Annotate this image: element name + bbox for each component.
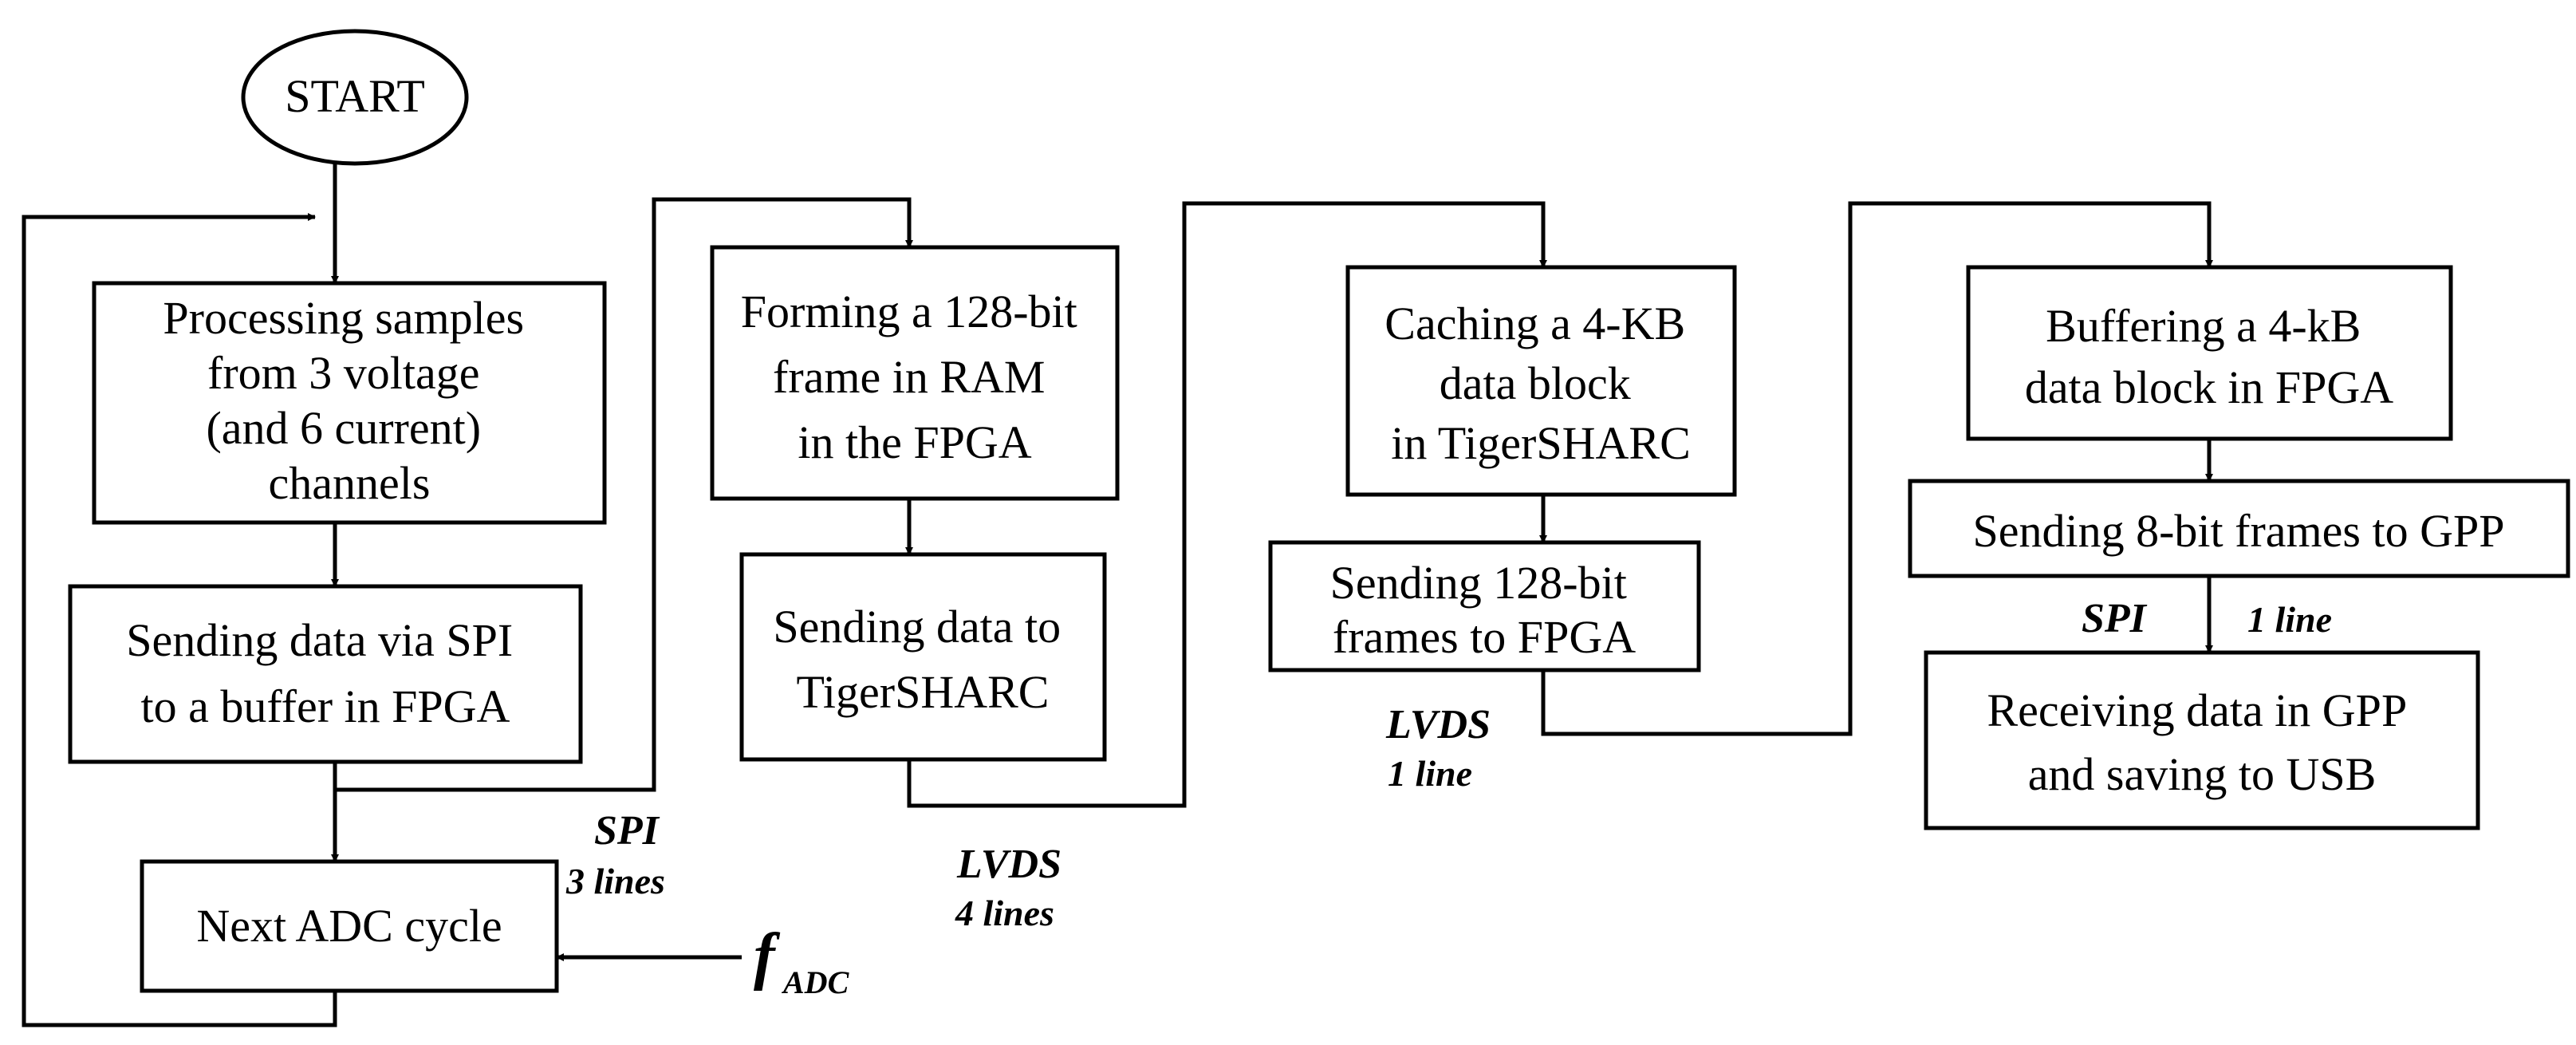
svg-text:ADC: ADC — [781, 964, 850, 1000]
connector-lines — [22, 164, 2213, 1027]
box-receiving: Receiving data in GPP and saving to USB — [1924, 650, 2480, 830]
arrow-spi-to-forming — [335, 197, 913, 792]
buffering-text: Buffering a 4-kB data block in FPGA — [2025, 300, 2393, 413]
box-send128: Sending 128-bit frames to FPGA — [1268, 540, 1701, 672]
forming-text: Forming a 128-bit frame in RAM in the FP… — [741, 286, 1089, 468]
send-tiger-text: Sending data to TigerSHARC — [773, 601, 1072, 718]
label-spi-1-line: SPI 1 line — [2082, 596, 2332, 641]
box-buffering: Buffering a 4-kB data block in FPGA — [1966, 265, 2453, 441]
svg-text:SPI: SPI — [594, 808, 660, 854]
box-processing: Processing samples from 3 voltage (and 6… — [92, 281, 607, 525]
svg-text:LVDS: LVDS — [956, 842, 1062, 887]
arrow-lvds-to-buffering — [1541, 201, 2213, 736]
start-node: START — [241, 29, 469, 166]
label-lvds-1-line: LVDS 1 line — [1385, 702, 1491, 794]
box-caching: Caching a 4-KB data block in TigerSHARC — [1345, 265, 1737, 497]
svg-text:1 line: 1 line — [1388, 753, 1472, 794]
label-f-adc: f ADC — [754, 921, 850, 1000]
svg-text:f: f — [754, 921, 781, 992]
next-adc-text: Next ADC cycle — [196, 900, 502, 952]
caching-text: Caching a 4-KB data block in TigerSHARC — [1385, 298, 1696, 469]
send8-text: Sending 8-bit frames to GPP — [1973, 505, 2505, 557]
start-label: START — [285, 70, 425, 122]
svg-text:4 lines: 4 lines — [955, 893, 1054, 933]
svg-text:3 lines: 3 lines — [565, 861, 665, 901]
processing-text: Processing samples from 3 voltage (and 6… — [163, 292, 535, 509]
arrow-lvds-to-caching — [907, 201, 1547, 808]
label-lvds-4-lines: LVDS 4 lines — [955, 842, 1062, 933]
receiving-text: Receiving data in GPP and saving to USB — [1987, 684, 2416, 800]
send128-text: Sending 128-bit frames to FPGA — [1330, 557, 1639, 663]
loop-back-line — [22, 213, 337, 1027]
label-spi-3-lines: SPI 3 lines — [565, 808, 665, 901]
svg-text:LVDS: LVDS — [1385, 702, 1491, 747]
svg-text:1 line: 1 line — [2247, 599, 2332, 640]
svg-text:SPI: SPI — [2082, 596, 2148, 641]
box-next-adc: Next ADC cycle — [140, 859, 559, 993]
box-send-spi: Sending data via SPI to a buffer in FPGA — [68, 584, 583, 764]
box-send-tiger: Sending data to TigerSHARC — [739, 552, 1107, 762]
box-send8: Sending 8-bit frames to GPP — [1908, 479, 2570, 578]
box-forming: Forming a 128-bit frame in RAM in the FP… — [710, 245, 1120, 501]
send-spi-text: Sending data via SPI to a buffer in FPGA — [126, 614, 524, 732]
